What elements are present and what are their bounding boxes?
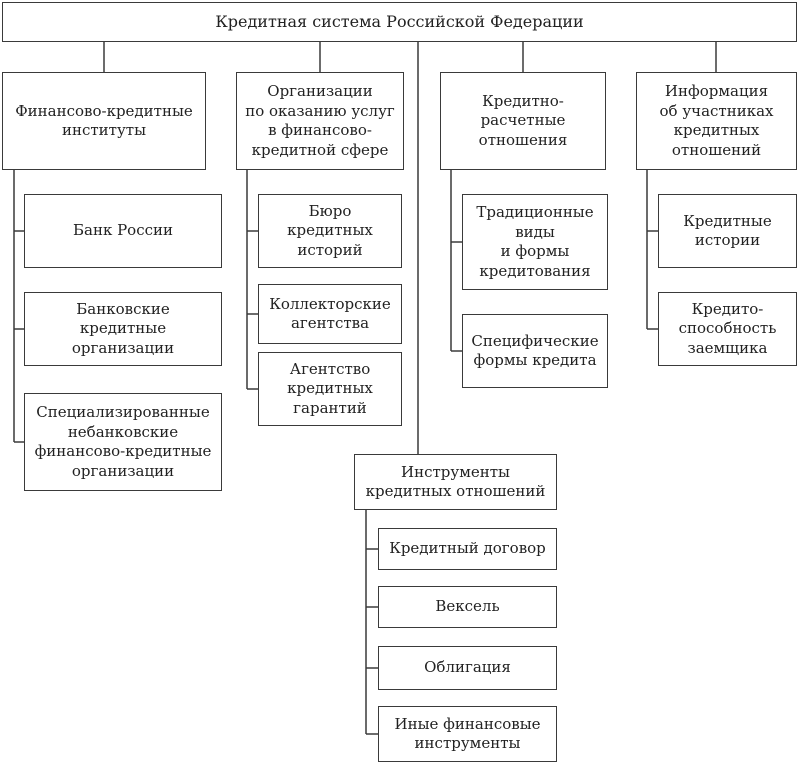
column-credit-settlement-relations: Кредитно- расчетные отношения <box>440 72 606 170</box>
column-label: Финансово-кредитные институты <box>15 101 193 140</box>
child-label: Банковские кредитные организации <box>71 299 175 357</box>
child-label: Специфические формы кредита <box>471 331 599 370</box>
root-box: Кредитная система Российской Федерации <box>2 2 797 42</box>
instrument-other-financial: Иные финансовые инструменты <box>378 706 557 762</box>
child-label: Бюро кредитных историй <box>287 201 373 259</box>
child-specialized-nonbank-orgs: Специализированные небанковские финансов… <box>24 393 222 491</box>
column-label: Организации по оказанию услуг в финансов… <box>245 82 395 159</box>
child-credit-histories: Кредитные истории <box>658 194 797 268</box>
column-participant-information: Информация об участниках кредитных отнош… <box>636 72 797 170</box>
instrument-label: Иные финансовые инструменты <box>394 714 541 753</box>
column-service-organizations: Организации по оказанию услуг в финансов… <box>236 72 404 170</box>
child-label: Кредито- способность заемщика <box>678 299 777 357</box>
column-label: Кредитно- расчетные отношения <box>478 91 568 149</box>
instruments-label: Инструменты кредитных отношений <box>365 462 546 501</box>
child-label: Кредитные истории <box>683 211 772 250</box>
child-banking-credit-orgs: Банковские кредитные организации <box>24 292 222 366</box>
child-specific-credit-forms: Специфические формы кредита <box>462 314 608 388</box>
child-collection-agencies: Коллекторские агентства <box>258 284 402 344</box>
child-bank-of-russia: Банк России <box>24 194 222 268</box>
column-financial-institutions: Финансово-кредитные институты <box>2 72 206 170</box>
child-credit-guarantee-agency: Агентство кредитных гарантий <box>258 352 402 426</box>
child-label: Специализированные небанковские финансов… <box>34 403 212 480</box>
instrument-label: Вексель <box>435 597 500 616</box>
child-borrower-creditworthiness: Кредито- способность заемщика <box>658 292 797 366</box>
child-label: Традиционные виды и формы кредитования <box>476 203 594 280</box>
root-label: Кредитная система Российской Федерации <box>215 11 584 31</box>
instrument-label: Кредитный договор <box>389 539 546 558</box>
child-credit-bureau: Бюро кредитных историй <box>258 194 402 268</box>
child-label: Банк России <box>72 221 174 240</box>
child-label: Агентство кредитных гарантий <box>287 359 373 417</box>
child-label: Коллекторские агентства <box>269 294 391 333</box>
instrument-label: Облигация <box>424 658 511 677</box>
instrument-credit-agreement: Кредитный договор <box>378 528 557 570</box>
instrument-bond: Облигация <box>378 646 557 690</box>
instrument-bill-of-exchange: Вексель <box>378 586 557 628</box>
child-traditional-credit-forms: Традиционные виды и формы кредитования <box>462 194 608 290</box>
instruments-box: Инструменты кредитных отношений <box>354 454 557 510</box>
column-label: Информация об участниках кредитных отнош… <box>659 82 774 159</box>
